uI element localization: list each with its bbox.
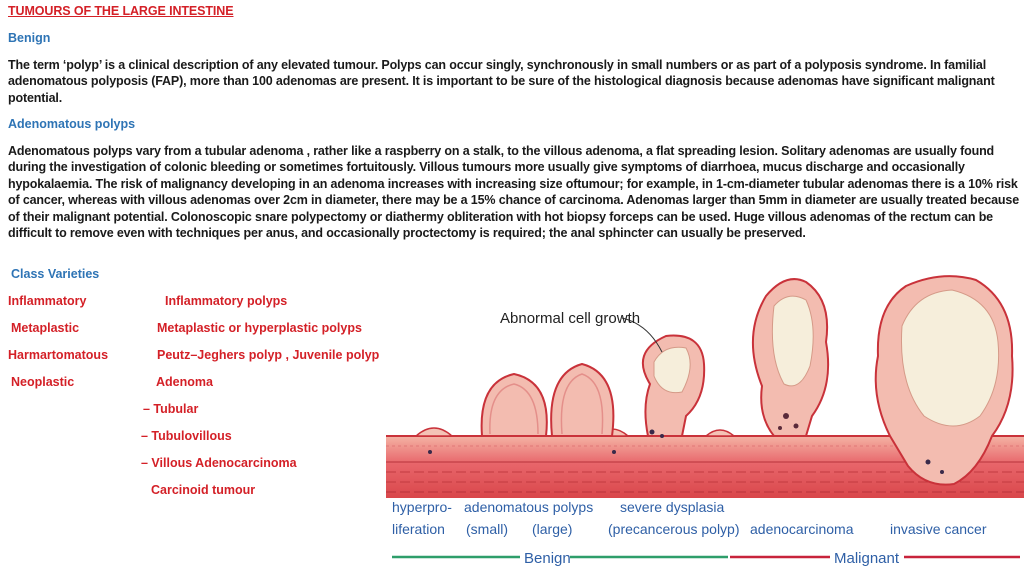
figure-labels: Abnormal cell growth hyperpro- liferatio… [392, 310, 987, 537]
stage-adenomatous-small: (small) [466, 521, 508, 537]
large-adenoma [550, 362, 615, 437]
stage-dysplasia-line1: severe dysplasia [620, 499, 724, 515]
benign-bracket: Benign [392, 550, 728, 567]
stage-adenomatous-large: (large) [532, 521, 572, 537]
subtype-tubular: – Tubular [143, 402, 199, 416]
stage-dysplasia-line2: (precancerous polyp) [608, 521, 740, 537]
malignant-bracket: Malignant [730, 550, 1020, 567]
malignant-label: Malignant [834, 550, 900, 567]
cell-nuclei [428, 429, 944, 474]
class-inflammatory: Inflammatory [8, 294, 87, 308]
subtype-tubulovillous: – Tubulovillous [141, 429, 232, 443]
subtype-villous: – Villous Adenocarcinoma [141, 456, 297, 470]
class-neoplastic: Neoplastic [11, 375, 75, 389]
class-harmartomatous: Harmartomatous [8, 348, 109, 362]
benign-heading: Benign [8, 31, 51, 45]
small-adenoma [480, 372, 548, 437]
precancerous-polyp [641, 334, 706, 437]
polyp-progression-figure: Abnormal cell growth hyperpro- liferatio… [386, 275, 1024, 567]
class-varieties-heading: Class Varieties [11, 267, 100, 281]
stage-adenomatous-line1: adenomatous polyps [464, 499, 593, 515]
stage-hyperproliferation-line1: hyperpro- [392, 499, 452, 515]
callout-leader-line [621, 317, 663, 353]
hyperplasia-bumps [414, 427, 737, 437]
adenomatous-heading: Adenomatous polyps [8, 117, 136, 131]
benign-paragraph: The term ‘polyp’ is a clinical descripti… [8, 58, 995, 105]
adenomatous-paragraph: Adenomatous polyps vary from a tubular a… [8, 144, 1020, 241]
callout-label: Abnormal cell growth [500, 310, 640, 327]
variety-metaplastic: Metaplastic or hyperplastic polyps [157, 321, 362, 335]
adenocarcinoma [752, 278, 830, 437]
benign-label: Benign [524, 550, 571, 567]
variety-harmartomatous: Peutz–Jeghers polyp , Juvenile polyp [157, 348, 380, 362]
variety-inflammatory: Inflammatory polyps [165, 294, 288, 308]
carcinoid-tumour: Carcinoid tumour [151, 483, 256, 497]
stage-adenocarcinoma: adenocarcinoma [750, 521, 854, 537]
class-metaplastic: Metaplastic [11, 321, 80, 335]
variety-neoplastic: Adenoma [156, 375, 213, 389]
invasive-cancer [874, 275, 1014, 486]
stage-hyperproliferation-line2: liferation [392, 521, 445, 537]
stage-invasive-cancer: invasive cancer [890, 521, 987, 537]
page-title: TUMOURS OF THE LARGE INTESTINE [8, 4, 234, 18]
